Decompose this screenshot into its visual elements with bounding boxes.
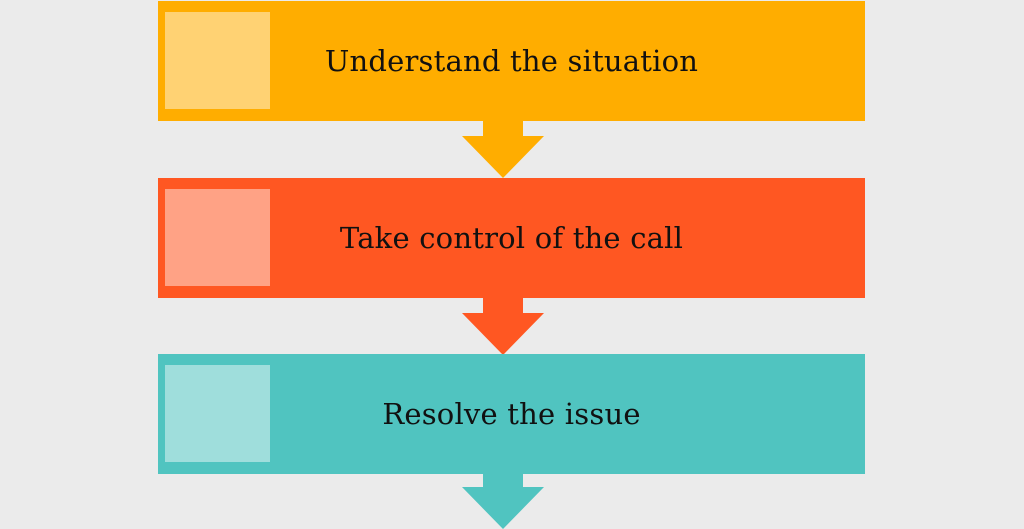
arrow-down-icon	[462, 121, 544, 178]
arrow-down-icon	[462, 298, 544, 355]
step-marker-square	[165, 189, 270, 286]
step-marker-square	[165, 365, 270, 462]
step-box-understand: Understand the situation	[158, 1, 865, 121]
step-box-take-control: Take control of the call	[158, 178, 865, 298]
arrow-down-icon	[462, 474, 544, 529]
step-box-resolve: Resolve the issue	[158, 354, 865, 474]
step-label-understand: Understand the situation	[324, 44, 699, 78]
step-label-resolve: Resolve the issue	[382, 397, 641, 431]
step-label-take-control: Take control of the call	[339, 221, 684, 255]
step-marker-square	[165, 12, 270, 109]
